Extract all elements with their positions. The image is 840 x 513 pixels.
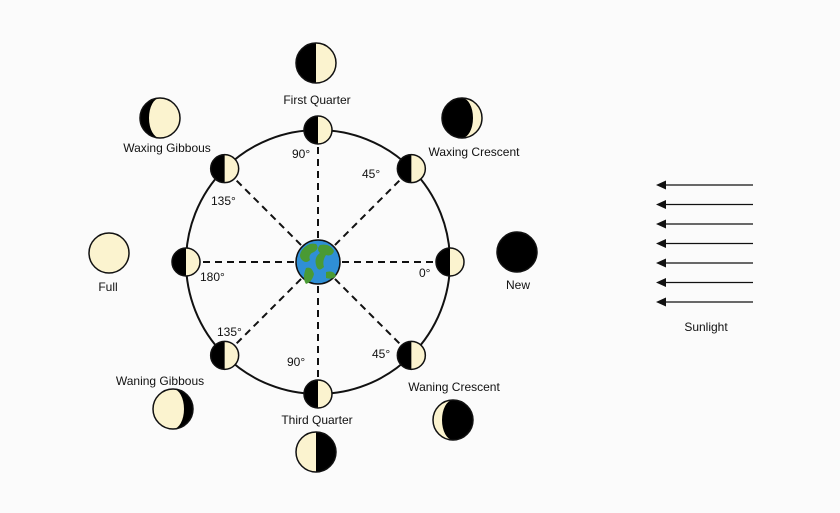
- sunlight-arrow: [656, 180, 753, 190]
- angle-label-90-upper: 90°: [292, 147, 310, 161]
- label-third-quarter: Third Quarter: [281, 413, 352, 427]
- label-waning-gibbous: Waning Gibbous: [116, 374, 204, 388]
- label-first-quarter: First Quarter: [283, 93, 350, 107]
- orbit-moon-135-lower: [209, 340, 240, 371]
- sunlight-arrow: [656, 219, 753, 229]
- label-waxing-gibbous: Waxing Gibbous: [123, 141, 211, 155]
- orbit-moon-90-upper: [303, 115, 333, 145]
- phase-moon-waning-gibbous: [152, 388, 194, 430]
- orbit-moon-90-lower: [303, 379, 333, 409]
- angle-label-135-lower: 135°: [217, 325, 242, 339]
- label-waning-crescent: Waning Crescent: [408, 380, 500, 394]
- angle-label-90-lower: 90°: [287, 355, 305, 369]
- phase-moon-full: [88, 232, 130, 274]
- phase-moon-waning-crescent: [432, 399, 474, 441]
- spoke-45-upper: [317, 171, 409, 263]
- sunlight-label: Sunlight: [684, 320, 728, 334]
- sunlight-arrow: [656, 239, 753, 248]
- angle-label-0: 0°: [419, 266, 431, 280]
- orbit-moons: [171, 115, 465, 409]
- angle-label-135-upper: 135°: [211, 194, 236, 208]
- spoke-135-upper: [227, 171, 319, 263]
- phase-moon-waxing-crescent: [441, 97, 483, 139]
- label-new: New: [506, 278, 530, 292]
- orbit-moon-180: [171, 247, 201, 277]
- sunlight-arrow: [656, 258, 753, 268]
- angle-label-45-upper: 45°: [362, 167, 380, 181]
- orbit-moon-0: [435, 247, 465, 277]
- phase-moons: [88, 42, 538, 473]
- label-full: Full: [98, 280, 117, 294]
- spoke-135-lower: [227, 261, 319, 353]
- earth-icon: [295, 239, 341, 285]
- phase-moon-third-quarter: [295, 431, 337, 473]
- sunlight-arrow: [656, 297, 753, 307]
- phase-moon-waxing-gibbous: [139, 97, 181, 139]
- sunlight-arrows: [656, 180, 753, 307]
- sunlight-arrow: [656, 278, 753, 287]
- orbit-spokes: [190, 134, 446, 390]
- orbit-moon-135-upper: [209, 153, 240, 184]
- phase-moon-first-quarter: [295, 42, 337, 84]
- angle-label-180: 180°: [200, 270, 225, 284]
- sunlight-arrow: [656, 200, 753, 209]
- orbit-moon-45-lower: [396, 340, 427, 371]
- orbit-moon-45-upper: [396, 153, 427, 184]
- angle-label-45-lower: 45°: [372, 347, 390, 361]
- spoke-45-lower: [317, 261, 409, 353]
- phase-moon-new: [496, 231, 538, 273]
- label-waxing-crescent: Waxing Crescent: [429, 145, 521, 159]
